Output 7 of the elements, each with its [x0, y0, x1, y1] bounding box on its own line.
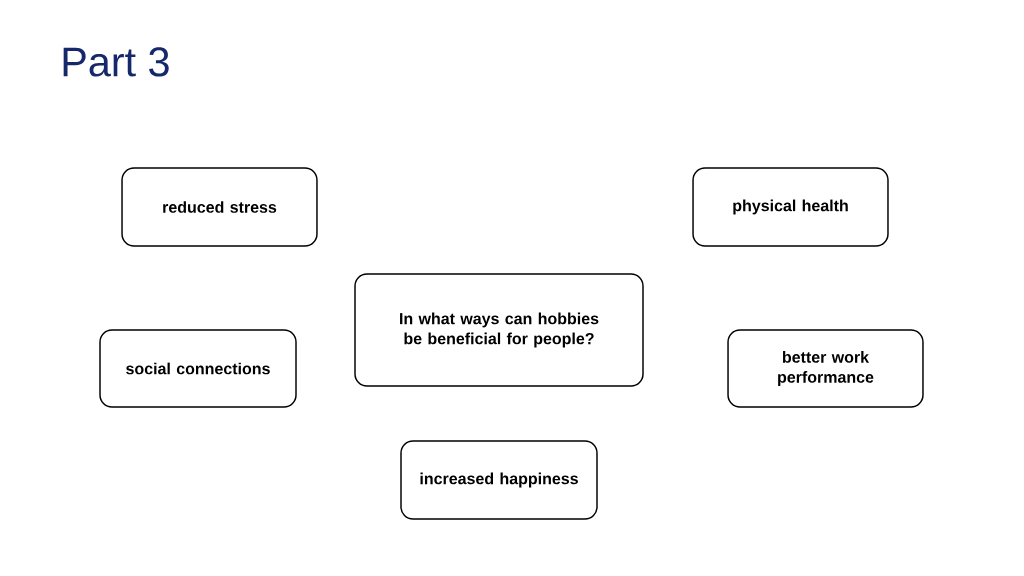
text-box: In what ways can hobbies be beneficial for people? — [354, 273, 644, 387]
text-box: better work performance — [727, 329, 924, 408]
text-box: physical health — [692, 167, 889, 247]
slide-title: Part 3 — [63, 47, 169, 77]
text-box: reduced stress — [121, 167, 318, 247]
text-box: increased happiness — [400, 440, 598, 520]
text-box: social connections — [99, 329, 297, 408]
